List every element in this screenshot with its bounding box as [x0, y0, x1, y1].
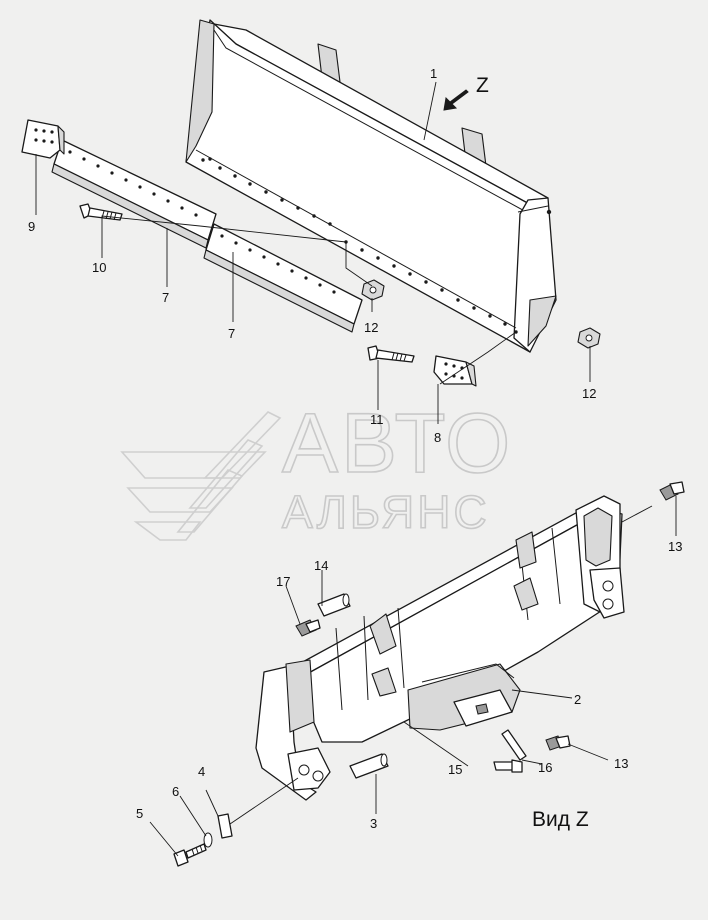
end-bit-part-8: [433, 355, 477, 387]
bolt-part-5: [173, 843, 207, 867]
washer-part-6: [203, 832, 213, 848]
callout-8: 8: [434, 430, 441, 445]
fitting-part-13a: [659, 481, 685, 501]
nut-part-12b: [577, 327, 601, 349]
callout-2: 2: [574, 692, 581, 707]
callout-15: 15: [448, 762, 462, 777]
callout-1: 1: [430, 66, 437, 81]
callout-10: 10: [92, 260, 106, 275]
callout-3: 3: [370, 816, 377, 831]
leader-lines: [35, 81, 677, 857]
blade-bolt-holes: [201, 157, 552, 334]
frame-part-2: [255, 495, 625, 801]
callout-17: 17: [276, 574, 290, 589]
callout-13b: 13: [614, 756, 628, 771]
nut-part-12a: [361, 279, 385, 301]
cutting-edge-part-7a: [51, 139, 217, 249]
callout-6: 6: [172, 784, 179, 799]
pin-part-16: [501, 729, 527, 761]
callout-4: 4: [198, 764, 205, 779]
callout-labels: 1 2 3 4 5 6 7 7 8 9 10 11 12 12 13 13 14…: [28, 66, 682, 831]
callout-11: 11: [370, 412, 384, 427]
callout-14: 14: [314, 558, 328, 573]
view-z-title: Вид Z: [532, 808, 589, 831]
callout-16: 16: [538, 760, 552, 775]
bolt-part-10: [79, 203, 123, 221]
callout-5: 5: [136, 806, 143, 821]
end-bit-part-9: [21, 119, 65, 159]
plate-part-4: [217, 813, 233, 839]
cutting-edge-part-7b: [203, 223, 363, 333]
fitting-part-17: [295, 619, 321, 637]
watermark-line2: АЛЬЯНС: [282, 486, 490, 538]
fitting-part-13b: [545, 735, 571, 751]
bolt-part-15: [493, 759, 523, 773]
callout-12a: 12: [364, 320, 378, 335]
pin-part-3: [349, 753, 389, 779]
callout-13a: 13: [668, 539, 682, 554]
bolt-part-11: [367, 345, 415, 363]
callout-12b: 12: [582, 386, 596, 401]
callout-9: 9: [28, 219, 35, 234]
watermark-line1: АВТО: [282, 396, 513, 490]
view-arrow-label: Z: [476, 74, 489, 97]
watermark-logo: АВТО АЛЬЯНС: [120, 395, 513, 541]
callout-7a: 7: [162, 290, 169, 305]
blade-part-1: [185, 19, 557, 353]
callout-7b: 7: [228, 326, 235, 341]
view-z-arrow-icon: [443, 89, 469, 111]
pin-part-14: [317, 593, 351, 617]
